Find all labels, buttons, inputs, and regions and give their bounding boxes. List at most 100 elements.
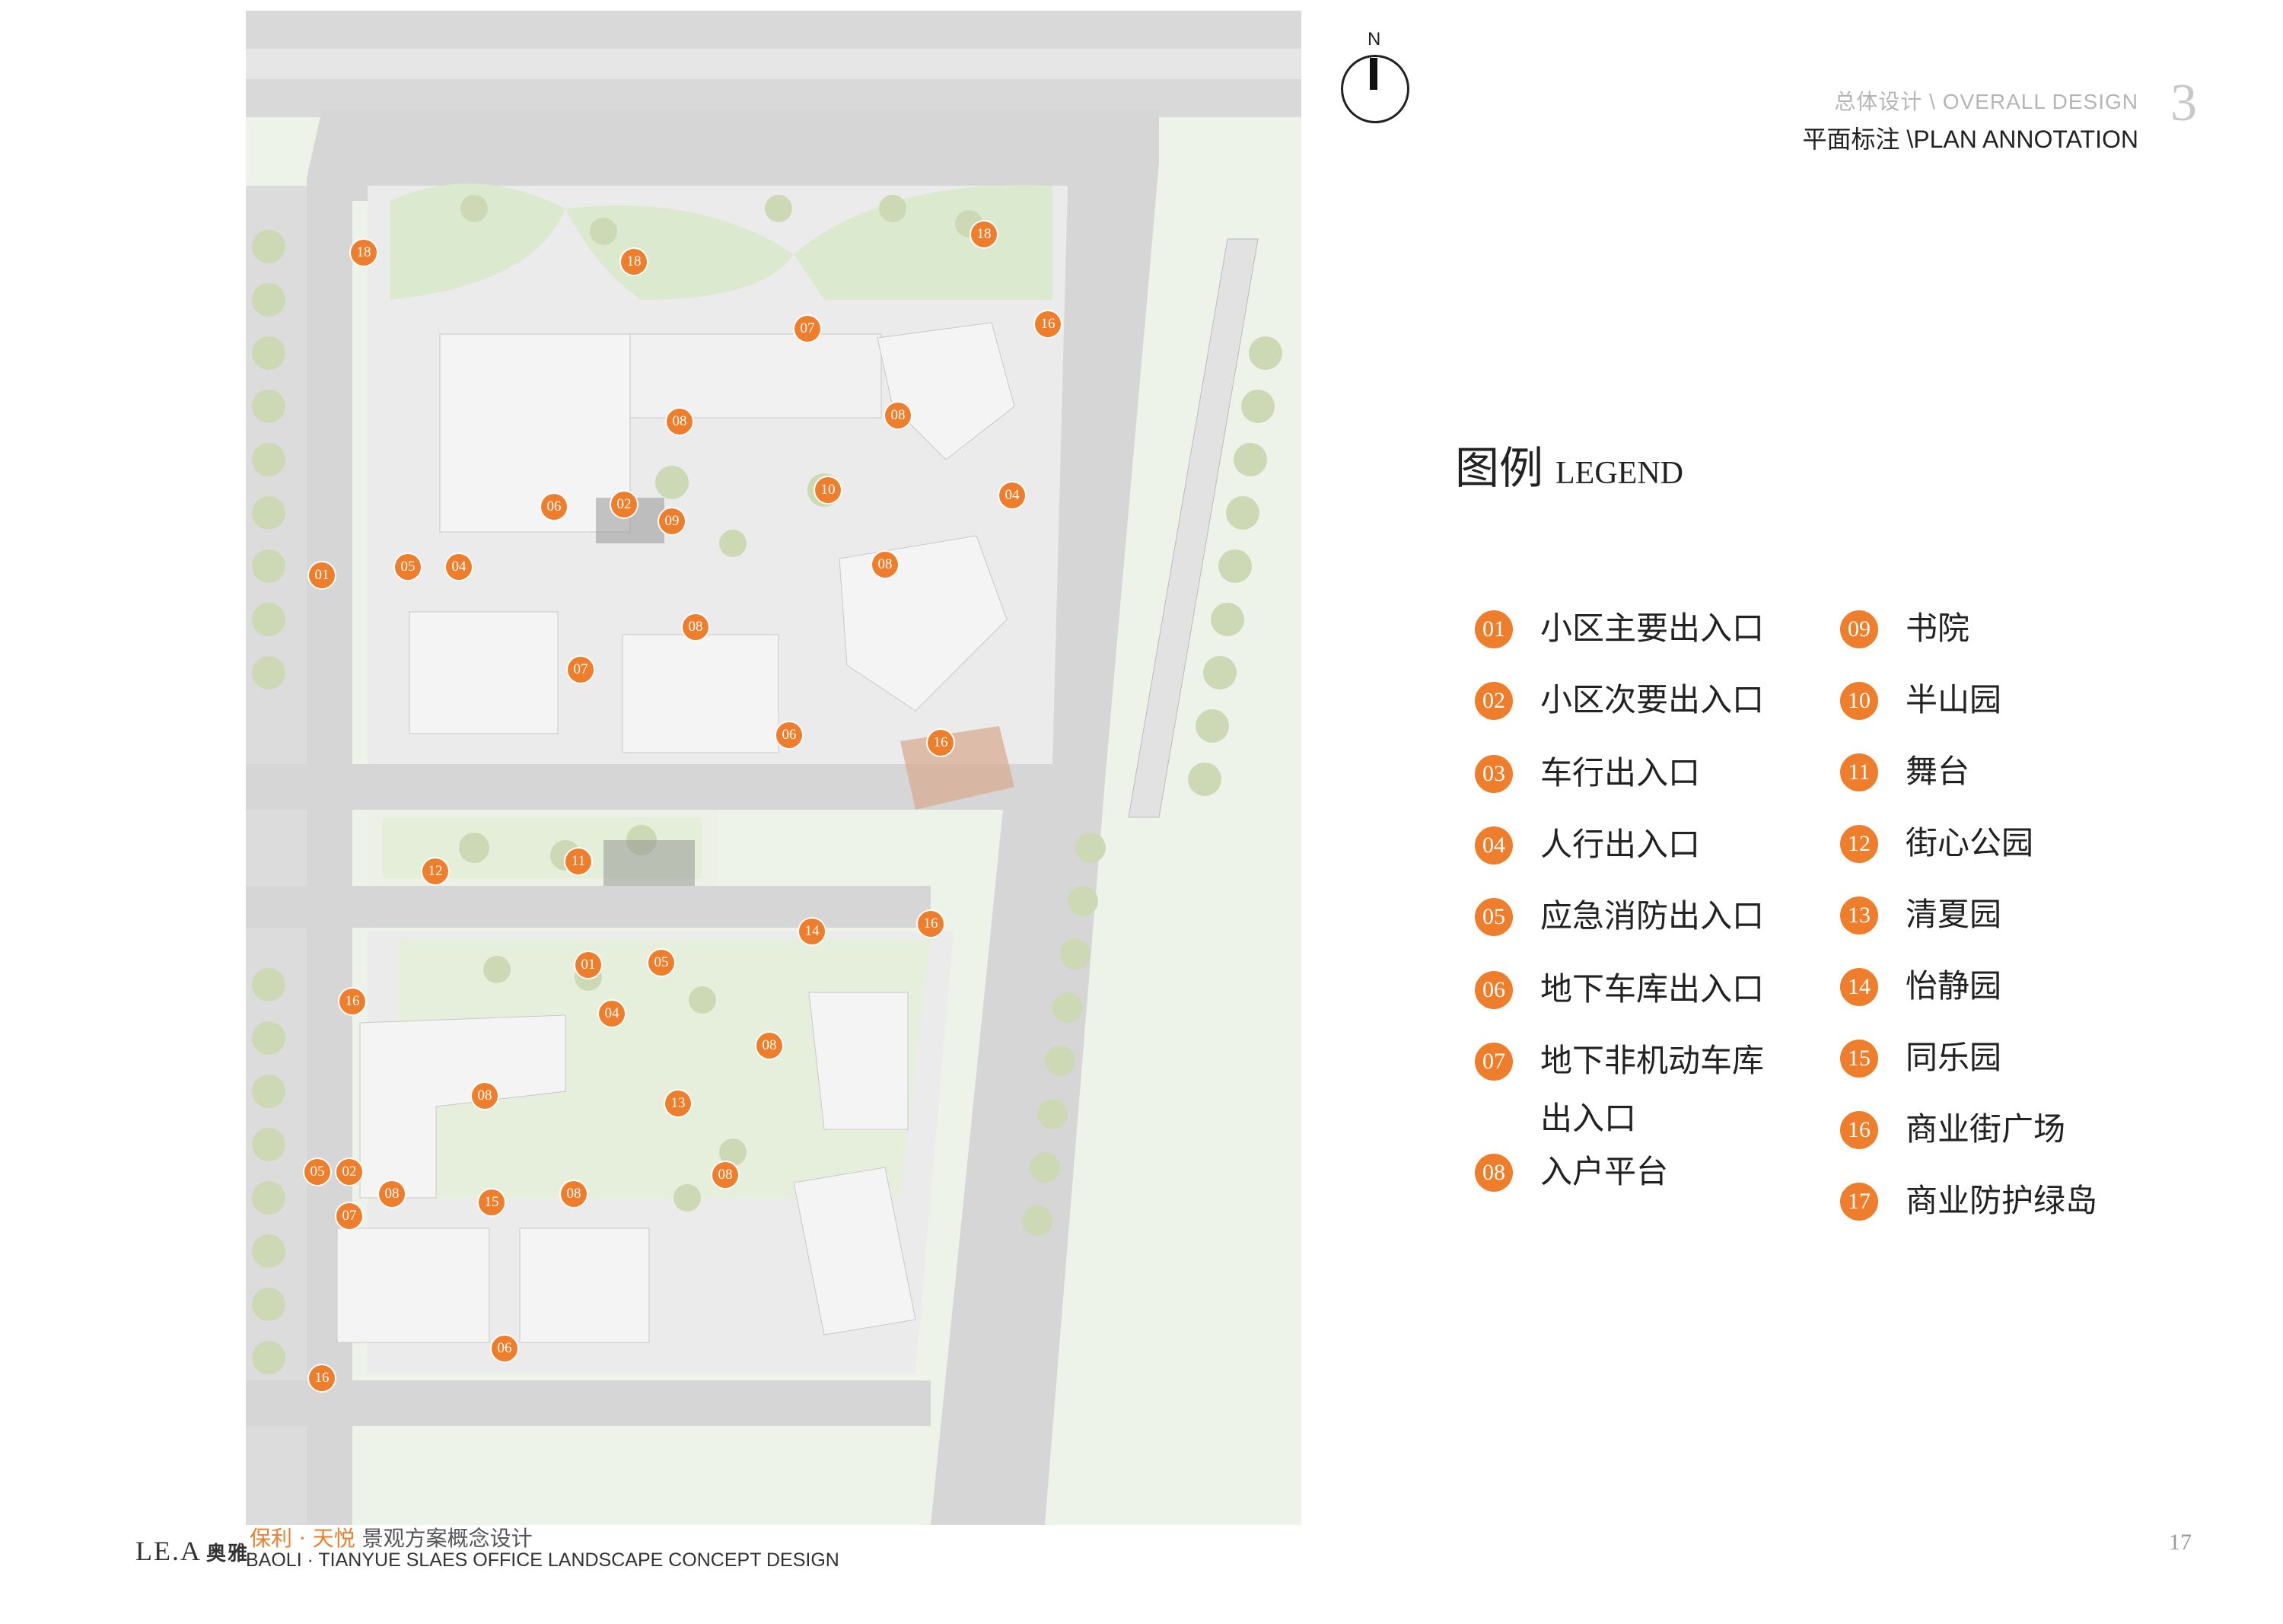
plan-marker: 08: [683, 614, 708, 640]
legend-label: 车行出入口: [1540, 754, 1701, 791]
site-plan: 18 18 18 07 16 08 08 10 04 06 02 09 01 0…: [246, 11, 1301, 1525]
legend-label: 同乐园: [1906, 1039, 2002, 1076]
legend-label: 小区次要出入口: [1540, 681, 1765, 718]
legend-badge: 13: [1840, 896, 1878, 935]
plan-marker: 14: [799, 919, 825, 944]
plan-marker: 16: [928, 730, 954, 756]
legend-item: 12 街心公园: [1840, 823, 2157, 872]
legend-item: 01 小区主要出入口: [1475, 609, 1791, 658]
legend-label: 清夏园: [1906, 896, 2002, 933]
legend-label: 怡静园: [1906, 967, 2002, 1005]
section-number: 3: [2170, 74, 2197, 132]
plan-marker: 08: [756, 1033, 782, 1059]
plan-marker: 09: [659, 508, 685, 534]
logo-text: LE.A: [135, 1536, 202, 1566]
legend-badge: 04: [1475, 826, 1513, 865]
plan-marker: 06: [776, 722, 802, 748]
plan-marker: 18: [351, 240, 377, 266]
legend-item: 13 清夏园: [1840, 895, 2157, 944]
north-arrow: N: [1341, 29, 1409, 127]
plan-marker: 08: [561, 1181, 587, 1207]
plan-marker: 15: [479, 1189, 505, 1215]
plan-marker: 08: [472, 1083, 498, 1109]
compass-ring: [1341, 55, 1409, 123]
legend-badge: 06: [1475, 971, 1513, 1009]
plan-marker: 06: [492, 1336, 517, 1361]
legend-title-en: LEGEND: [1555, 456, 1683, 491]
plan-marker: 05: [304, 1159, 330, 1185]
plan-marker: 12: [422, 858, 448, 884]
legend-label: 小区主要出入口: [1540, 610, 1765, 647]
plan-marker: 16: [1035, 311, 1061, 337]
plan-marker: 04: [999, 482, 1025, 508]
legend-label: 地下非机动车库出入口: [1540, 1042, 1765, 1137]
project-title-cn: 保利 · 天悦 景观方案概念设计: [250, 1522, 533, 1552]
legend-label: 舞台: [1906, 753, 1970, 790]
section-title: 总体设计 \ OVERALL DESIGN: [1834, 90, 2138, 113]
legend-badge: 12: [1840, 825, 1878, 863]
legend-badge: 17: [1840, 1183, 1878, 1221]
legend-item: 07 地下非机动车库出入口: [1475, 1041, 1791, 1148]
plan-marker: 05: [395, 554, 421, 580]
plan-marker: 08: [885, 403, 911, 428]
legend-item: 08 入户平台: [1475, 1152, 1791, 1201]
plan-marker: 01: [309, 562, 335, 588]
legend-item: 15 同乐园: [1840, 1038, 2157, 1087]
plan-marker: 08: [379, 1181, 405, 1207]
legend-badge: 09: [1840, 610, 1878, 648]
legend-badge: 10: [1840, 682, 1878, 720]
legend-badge: 07: [1475, 1043, 1513, 1081]
project-title-en: BAOLI · TIANYUE SLAES OFFICE LANDSCAPE C…: [246, 1549, 839, 1571]
legend-item: 09 书院: [1840, 609, 2157, 658]
plan-marker: 18: [621, 249, 647, 275]
plan-marker: 10: [815, 477, 841, 503]
legend-badge: 15: [1840, 1040, 1878, 1078]
plan-marker: 04: [446, 554, 472, 580]
page-subtitle: 平面标注 \PLAN ANNOTATION: [1802, 126, 2138, 153]
plan-marker: 07: [568, 657, 594, 683]
plan-marker: 16: [339, 989, 365, 1014]
plan-marker: 02: [336, 1159, 362, 1185]
plan-marker: 08: [872, 552, 898, 578]
north-label: N: [1368, 29, 1381, 49]
project-name-cn: 保利 · 天悦: [250, 1526, 355, 1551]
legend-label: 街心公园: [1906, 824, 2034, 861]
legend-title: 图例 LEGEND: [1455, 432, 1683, 496]
plan-marker: 07: [336, 1203, 362, 1229]
legend-item: 02 小区次要出入口: [1475, 680, 1791, 729]
legend-label: 人行出入口: [1540, 826, 1701, 863]
legend-badge: 03: [1475, 755, 1513, 793]
legend-badge: 02: [1475, 682, 1513, 720]
legend-label: 半山园: [1906, 681, 2002, 718]
plan-marker: 06: [541, 494, 567, 520]
legend-item: 16 商业街广场: [1840, 1110, 2157, 1158]
site-plan-drawing: [246, 11, 1301, 1525]
plan-marker: 16: [309, 1365, 335, 1391]
legend-item: 04 人行出入口: [1475, 825, 1791, 874]
legend-label: 地下车库出入口: [1540, 970, 1765, 1008]
plan-marker: 08: [667, 409, 693, 435]
plan-marker: 01: [575, 952, 601, 978]
legend-label: 商业防护绿岛: [1906, 1182, 2098, 1219]
logo-text-cn: 奥雅: [205, 1543, 249, 1565]
page-number: 17: [2169, 1530, 2192, 1555]
legend-label: 入户平台: [1540, 1153, 1669, 1190]
legend-item: 06 地下车库出入口: [1475, 970, 1791, 1018]
compass-needle-icon: [1370, 58, 1377, 90]
legend-item: 17 商业防护绿岛: [1840, 1181, 2157, 1230]
legend-badge: 11: [1840, 753, 1878, 791]
legend-item: 11 舞台: [1840, 752, 2157, 801]
plan-marker: 11: [565, 849, 591, 874]
legend-title-cn: 图例: [1455, 444, 1544, 493]
plan-marker: 08: [712, 1162, 738, 1188]
legend-label: 书院: [1906, 610, 1970, 647]
legend-item: 10 半山园: [1840, 680, 2157, 729]
legend-badge: 08: [1475, 1154, 1513, 1192]
plan-marker: 16: [918, 911, 944, 937]
legend-badge: 05: [1475, 898, 1513, 936]
legend-label: 应急消防出入口: [1540, 897, 1765, 935]
project-type-cn: 景观方案概念设计: [355, 1526, 533, 1551]
plan-marker: 05: [648, 950, 674, 976]
legend-badge: 16: [1840, 1111, 1878, 1149]
